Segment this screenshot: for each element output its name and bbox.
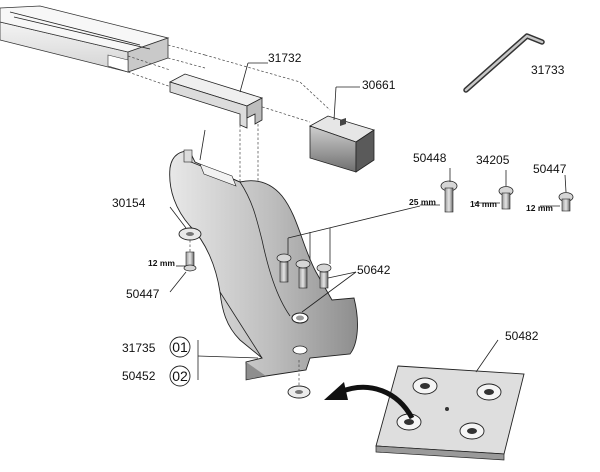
dim-25mm: 25 mm [409,197,436,207]
bolt-icon [276,253,292,283]
washer-icon [287,385,311,399]
washer-icon [178,227,202,241]
label-31735: 31735 [122,341,156,355]
label-50482: 50482 [505,329,539,343]
label-30661: 30661 [362,78,396,92]
bolt-icon [295,259,311,289]
label-50447-right: 50447 [533,162,567,176]
label-34205: 34205 [476,153,510,167]
variant-01-label: 01 [172,339,188,355]
label-50448: 50448 [413,151,447,165]
bolt-icon [498,186,514,210]
variant-02-label: 02 [172,368,188,384]
dim-14mm: 14 mm [470,199,497,209]
label-50452: 50452 [122,369,156,383]
pad-plate [375,365,525,461]
variant-01-badge: 01 [169,336,191,358]
foot-bolts [276,205,421,289]
foot-body [169,149,358,381]
label-31732: 31732 [268,51,302,65]
label-31733: 31733 [531,63,565,77]
variant-02-badge: 02 [169,365,191,387]
label-50642: 50642 [357,263,391,277]
dim-12mm-right: 12 mm [526,203,553,213]
label-50447-left: 50447 [126,287,160,301]
leader-lines [169,62,567,380]
bolt-icon [316,263,332,289]
bolt-icon [440,180,458,213]
end-cap [309,115,375,173]
curved-arrow-icon [324,382,415,420]
hex-key-icon [463,33,545,93]
bolt-icon [558,192,574,212]
label-30154: 30154 [112,196,146,210]
dim-12mm-left: 12 mm [148,258,175,268]
bolt-icon [183,251,197,272]
